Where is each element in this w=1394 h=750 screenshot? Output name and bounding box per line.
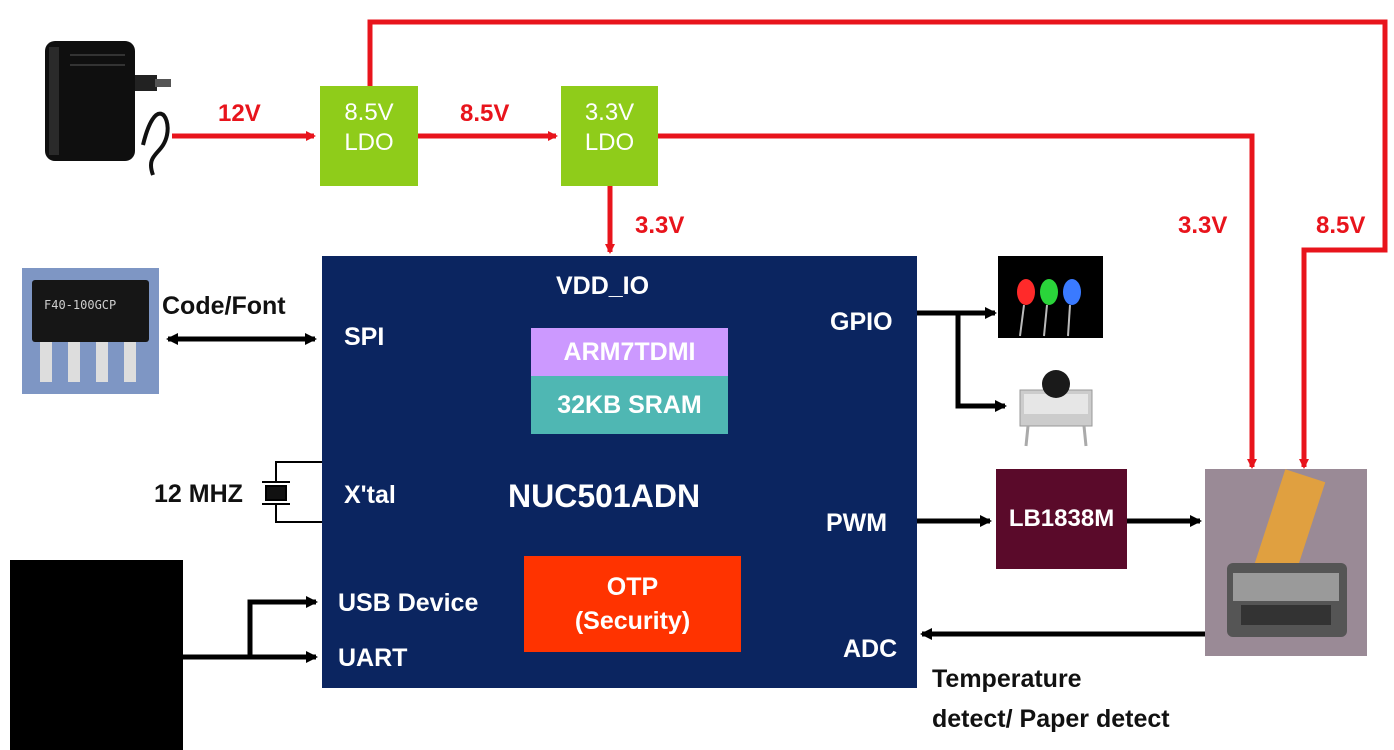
label-code-font: Code/Font (162, 292, 286, 320)
label-paper-detect: detect/ Paper detect (932, 705, 1170, 733)
ldo-3v3-voltage: 3.3V (584, 99, 635, 126)
pin-xtal: X'tal (344, 481, 396, 509)
pin-gpio: GPIO (830, 308, 893, 336)
flash-chip-marking: F40-100GCP (44, 298, 117, 312)
label-8v5-mid: 8.5V (460, 100, 510, 127)
ldo-3v3-block: 3.3V LDO (561, 86, 658, 186)
label-12v: 12V (218, 100, 261, 127)
label-temperature: Temperature (932, 665, 1082, 693)
pin-pwm: PWM (826, 509, 888, 537)
wire-33v-right (657, 133, 1257, 469)
thermal-printer-icon (1205, 469, 1367, 656)
ldo-8v5-label: LDO (344, 129, 394, 156)
flash-chip-icon: F40-100GCP (22, 268, 159, 394)
push-button-icon (1019, 370, 1093, 447)
ldo-3v3-label: LDO (584, 129, 635, 156)
label-3v3-down: 3.3V (635, 212, 685, 239)
power-adapter-icon (45, 41, 171, 176)
crystal-icon (262, 461, 322, 523)
wire-85v-right (367, 19, 1388, 469)
label-xtal-freq: 12 MHZ (154, 480, 243, 508)
pc-icon (10, 560, 183, 750)
otp-label: OTP (606, 573, 659, 601)
ldo-8v5-block: 8.5V LDO (320, 86, 418, 186)
pin-usb-device: USB Device (338, 589, 479, 617)
pin-uart: UART (338, 644, 408, 672)
pin-spi: SPI (344, 323, 385, 351)
led-icon (998, 256, 1103, 338)
otp-block: OTP (Security) (524, 556, 741, 652)
pin-vdd-io: VDD_IO (556, 272, 650, 300)
wire-usb (247, 596, 318, 657)
ldo-8v5-voltage: 8.5V (344, 99, 394, 126)
motor-driver-block: LB1838M (996, 469, 1127, 569)
mcu-block: VDD_IO ARM7TDMI 32KB SRAM NUC501ADN OTP … (322, 256, 917, 688)
pin-adc: ADC (843, 635, 898, 663)
label-8v5-right: 8.5V (1316, 212, 1366, 239)
otp-security: (Security) (574, 607, 691, 635)
wire-gpio-button (955, 313, 1007, 412)
label-3v3-right: 3.3V (1178, 212, 1228, 239)
arm-core-block: ARM7TDMI (531, 328, 728, 376)
mcu-name: NUC501ADN (508, 478, 701, 514)
sram-block: 32KB SRAM (531, 376, 728, 434)
